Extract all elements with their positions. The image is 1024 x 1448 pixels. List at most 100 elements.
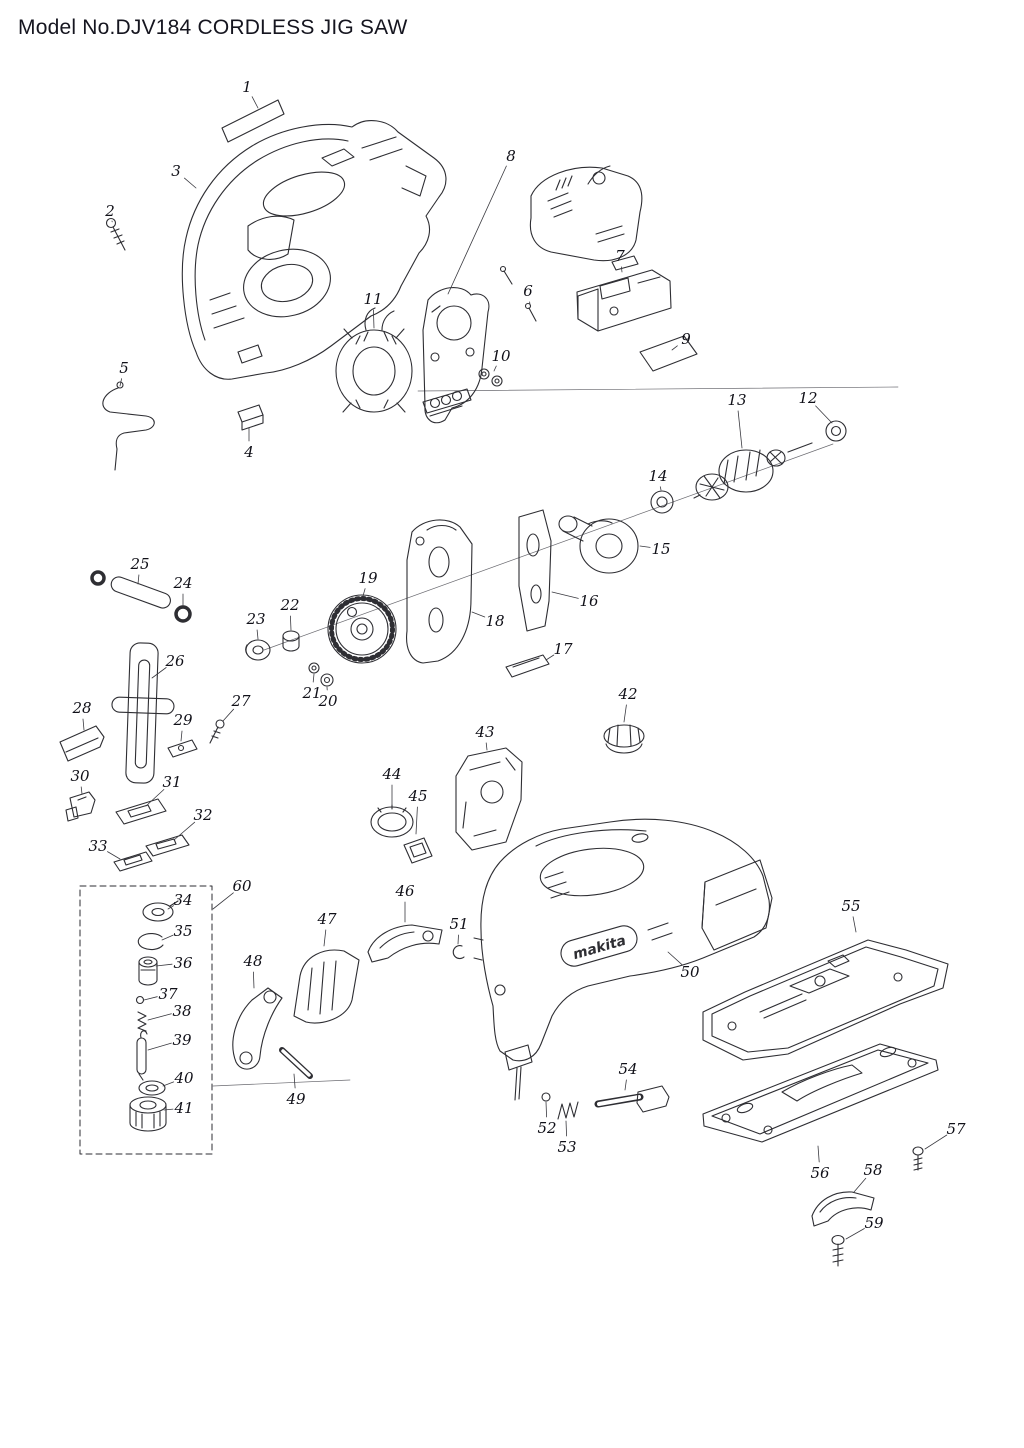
leader-line bbox=[252, 971, 255, 989]
part-drawing-9-label-sticker bbox=[639, 335, 698, 372]
part-number-label: 45 bbox=[408, 787, 428, 805]
leader-line bbox=[251, 96, 259, 109]
leader-line bbox=[624, 1079, 627, 1091]
leader-line bbox=[119, 378, 122, 387]
leader-line bbox=[312, 673, 315, 683]
page-title: Model No.DJV184 CORDLESS JIG SAW bbox=[18, 16, 408, 39]
leader-line bbox=[545, 654, 555, 661]
leader-line bbox=[180, 730, 183, 742]
part-number-label: 51 bbox=[449, 915, 469, 933]
leader-line bbox=[147, 1042, 172, 1051]
part-drawing-42-knob bbox=[603, 724, 645, 754]
part-drawing-38-spring bbox=[137, 1011, 147, 1032]
part-drawing-2-screw bbox=[105, 217, 126, 251]
leader-line bbox=[415, 806, 418, 835]
part-drawing-30-bracket bbox=[65, 791, 96, 822]
leader-line bbox=[222, 708, 235, 722]
part-number-label: 30 bbox=[70, 767, 90, 785]
part-number-label: 50 bbox=[680, 963, 700, 981]
leader-line bbox=[151, 667, 167, 679]
part-number-label: 48 bbox=[243, 952, 263, 970]
part-number-label: 13 bbox=[727, 391, 747, 409]
leader-line bbox=[565, 1120, 567, 1137]
leader-line bbox=[289, 615, 292, 631]
part-drawing-40-ring bbox=[138, 1080, 166, 1096]
part-number-label: 24 bbox=[173, 574, 193, 592]
leader-line bbox=[667, 951, 683, 965]
part-drawing-59-screw bbox=[831, 1234, 845, 1267]
part-drawing-16-plate bbox=[518, 509, 552, 632]
leader-line bbox=[362, 588, 366, 597]
part-number-label: 19 bbox=[358, 569, 378, 587]
part-drawing-34-ring bbox=[142, 900, 179, 922]
part-drawing-13-armature bbox=[693, 442, 813, 501]
leader-line bbox=[137, 574, 140, 585]
leader-line bbox=[212, 892, 234, 910]
part-drawing-46-lever bbox=[367, 924, 443, 963]
part-drawing-29-plate bbox=[167, 739, 198, 758]
part-drawing-14-bearing bbox=[650, 490, 674, 514]
part-drawing-57-screw bbox=[912, 1146, 924, 1171]
part-drawing-33-plate bbox=[113, 851, 153, 872]
part-number-label: 35 bbox=[173, 922, 193, 940]
part-number-label: 32 bbox=[193, 806, 213, 824]
part-number-label: 44 bbox=[382, 765, 402, 783]
part-number-label: 60 bbox=[232, 877, 252, 895]
leader-line bbox=[659, 486, 662, 491]
part-number-label: 47 bbox=[317, 910, 337, 928]
leader-line bbox=[623, 704, 627, 723]
part-drawing-19-gear bbox=[327, 594, 397, 664]
leader-line bbox=[621, 266, 623, 273]
part-number-label: 25 bbox=[130, 555, 150, 573]
part-drawing-37-pin bbox=[135, 995, 145, 1005]
part-number-label: 21 bbox=[302, 684, 322, 702]
leader-line bbox=[143, 996, 158, 1001]
part-number-label: 3 bbox=[171, 162, 181, 180]
part-drawing-5-wire-holder bbox=[102, 381, 155, 471]
part-number-label: 49 bbox=[286, 1090, 306, 1108]
leader-line bbox=[485, 742, 488, 751]
part-number-label: 37 bbox=[158, 985, 178, 1003]
part-number-label: 53 bbox=[557, 1138, 577, 1156]
part-number-label: 36 bbox=[173, 954, 193, 972]
part-drawing-26-slider-rod bbox=[111, 642, 175, 784]
part-number-label: 59 bbox=[864, 1214, 884, 1232]
leader-line bbox=[183, 177, 197, 189]
leader-line bbox=[671, 345, 678, 351]
part-drawing-1-label-sticker bbox=[221, 99, 285, 143]
part-number-label: 8 bbox=[506, 147, 516, 165]
part-number-label: 34 bbox=[173, 891, 193, 909]
leader-line bbox=[163, 1108, 174, 1111]
part-number-label: 54 bbox=[618, 1060, 638, 1078]
part-drawing-28-wedge bbox=[59, 725, 105, 762]
leader-line bbox=[323, 929, 327, 947]
part-drawing-54-shaft-lever bbox=[594, 1085, 670, 1113]
part-drawing-4-block bbox=[237, 404, 264, 431]
part-drawing-55-base-assembly bbox=[702, 939, 949, 1061]
leader-line bbox=[551, 591, 579, 599]
leader-line bbox=[372, 309, 375, 329]
part-drawing-31-plate bbox=[115, 798, 167, 825]
part-number-label: 57 bbox=[946, 1120, 966, 1138]
part-drawing-49-pin bbox=[279, 1047, 313, 1079]
leader-line bbox=[155, 963, 173, 967]
part-number-label: 12 bbox=[798, 389, 818, 407]
part-number-label: 52 bbox=[537, 1119, 557, 1137]
part-drawing-36-sleeve bbox=[138, 956, 158, 986]
part-number-label: 22 bbox=[280, 596, 300, 614]
part-number-label: 43 bbox=[475, 723, 495, 741]
part-number-label: 9 bbox=[681, 330, 691, 348]
part-drawing-56-base-plate bbox=[702, 1043, 939, 1143]
part-drawing-insulation-plate bbox=[422, 287, 490, 424]
leader-line bbox=[493, 365, 497, 372]
leader-line bbox=[924, 1134, 948, 1150]
part-number-label: 56 bbox=[810, 1164, 830, 1182]
part-drawing-35-retaining-ring bbox=[137, 932, 164, 951]
part-drawing-58-cover-plate bbox=[811, 1191, 875, 1227]
part-number-label: 4 bbox=[244, 443, 254, 461]
leader-line bbox=[82, 718, 85, 731]
part-drawing-7-switch bbox=[576, 255, 672, 332]
part-drawing-39-rod bbox=[136, 1030, 148, 1081]
part-number-label: 15 bbox=[651, 540, 671, 558]
